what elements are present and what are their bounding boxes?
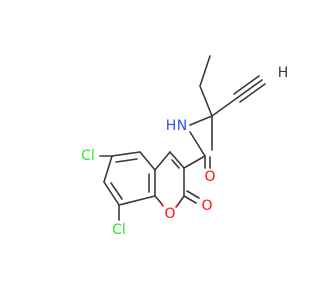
bond-ch2-ch3 [199,55,211,87]
bond-cq-calkyne [211,97,238,117]
bonds [99,55,266,221]
amide-oxygen-label: O [204,169,215,185]
bond-c2-o-carbonyl-b [186,190,200,199]
nitrogen-label: N [177,118,187,134]
chlorine-label-bottom: Cl [112,222,126,238]
bond-alkyne-1 [236,79,263,99]
bond-c3-camide [183,155,206,169]
bond-c4a-c5 [139,151,156,171]
bond-c7-c8-inner [110,182,123,200]
bond-o1-c2 [175,205,178,208]
molecule-structure: Cl Cl N H O O O H [81,55,288,238]
bond-alkyne-3 [239,83,266,103]
bond-c4-c3-inner [171,159,180,169]
bond-alkyne-2 [233,75,260,95]
bond-c6-c7 [103,155,113,183]
alkyne-hydrogen-label: H [278,65,289,81]
ring-oxygen-label: O [164,206,175,222]
bond-c4-c3 [169,151,185,169]
chlorine-label-top: Cl [81,148,95,164]
bond-camide-n [189,131,206,157]
bond-n-cq [189,115,213,126]
bond-c4a-c4 [154,151,171,171]
lactone-oxygen-label: O [201,198,212,214]
nitrogen-hydrogen-label: H [166,118,177,134]
bond-c7-c8 [103,181,120,206]
bond-c2-o1 [176,195,185,207]
bond-c2-o-carbonyl-a [183,195,197,204]
bond-cq-ch2 [199,85,213,117]
bond-o1-c8a [154,195,162,204]
bond-c8-c8a [118,195,156,206]
bond-c5-c6-inner [115,158,138,163]
bond-c5-c6 [111,151,141,157]
atom-labels: Cl Cl N H O O O H [81,65,288,238]
